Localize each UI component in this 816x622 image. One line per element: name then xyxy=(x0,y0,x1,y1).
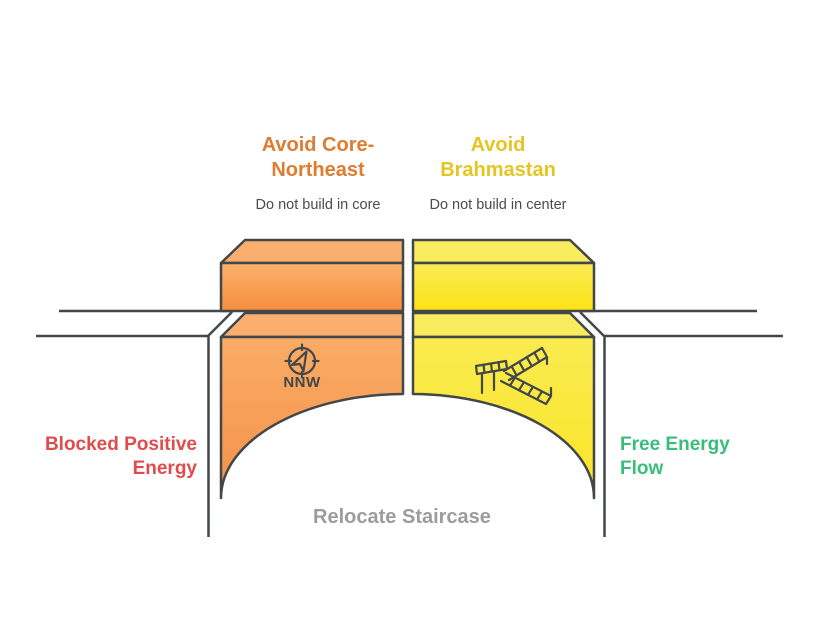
orange-lower-front-face xyxy=(219,335,405,500)
yellow-lower-front-face xyxy=(411,335,596,500)
relocate-staircase-label: Relocate Staircase xyxy=(313,506,491,528)
orange-upper-top-face xyxy=(219,238,405,265)
orange-upper-front-face xyxy=(219,261,405,313)
header-right-title: Avoid Brahmastan xyxy=(440,134,556,181)
compass-direction-label: NNW xyxy=(283,374,321,391)
orange-lower-top-face xyxy=(219,311,405,339)
yellow-block xyxy=(411,238,596,500)
header-left-title: Avoid Core- Northeast xyxy=(261,134,375,181)
compass-ticks xyxy=(284,343,320,379)
compass-icon xyxy=(284,343,320,379)
yellow-upper-front-face xyxy=(411,261,596,313)
floor-wall-lines xyxy=(36,309,783,537)
yellow-upper-top-face xyxy=(411,238,596,265)
header-left-subtitle: Do not build in core xyxy=(255,197,381,213)
free-energy-label: Free Energy Flow xyxy=(620,434,730,479)
header-right-subtitle: Do not build in center xyxy=(429,197,567,213)
staircase-icon xyxy=(474,346,553,406)
wall-top-edge-left xyxy=(207,311,233,337)
yellow-lower-top-face xyxy=(411,311,596,339)
orange-block xyxy=(219,238,405,500)
compass-needle xyxy=(290,350,308,373)
wall-top-edge-right xyxy=(579,311,605,337)
blocked-energy-label: Blocked Positive Energy xyxy=(44,434,197,479)
